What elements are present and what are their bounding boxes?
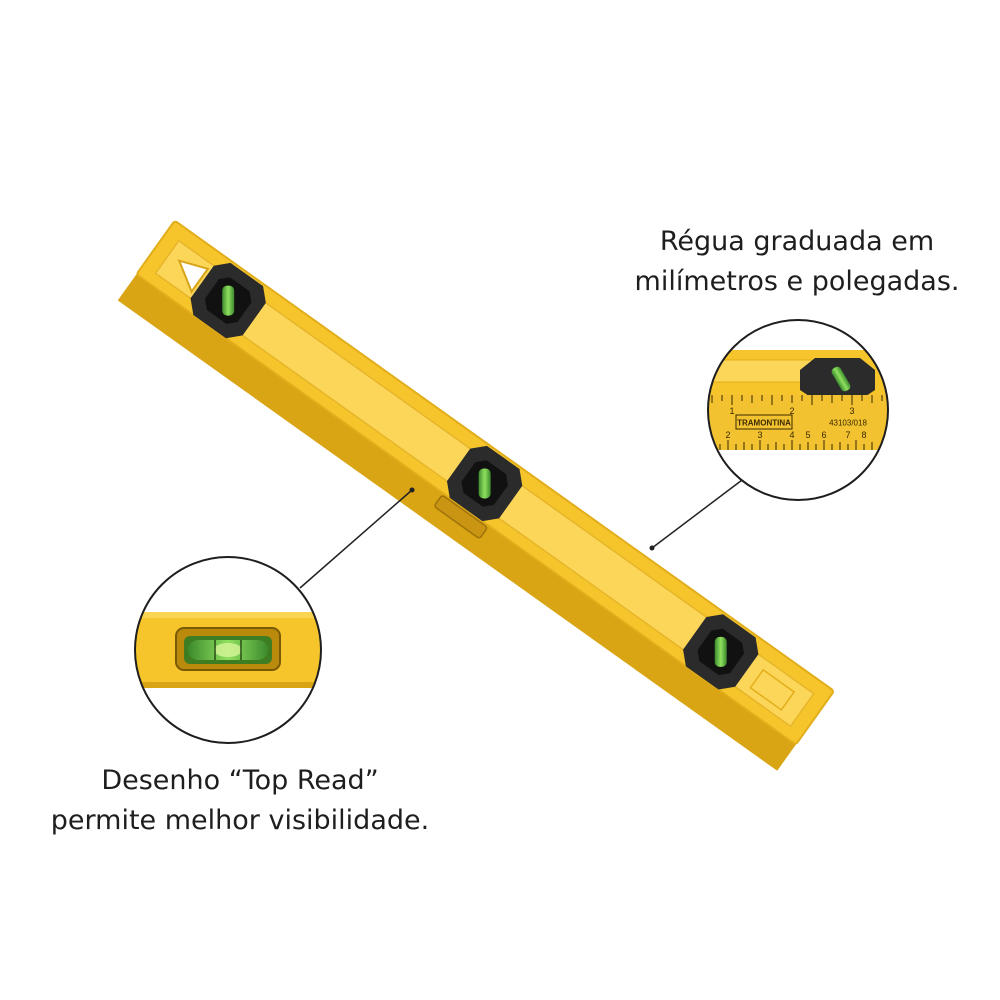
ruler-strip [708, 395, 888, 450]
vial-icon [714, 636, 727, 667]
model-label: 43103/018 [829, 419, 867, 428]
vial-icon [222, 285, 235, 316]
caption-ruler-line1: Régua graduada em [659, 226, 935, 257]
inch-tick-label: 1 [729, 406, 734, 416]
zoom-circle-ruler: 1 2 3 TRAMONTINA 43103/018 2 3 4 5 6 7 8 [707, 319, 889, 501]
brand-label: TRAMONTINA [737, 419, 791, 428]
cm-tick-label: 6 [821, 430, 826, 440]
leader-line-ruler [651, 473, 751, 549]
top-read-window [434, 495, 488, 539]
cm-tick-label: 2 [725, 430, 730, 440]
caption-top-read-line1: Desenho “Top Read” [101, 765, 379, 796]
zoom-circle-top-read [134, 556, 322, 744]
cm-tick-label: 3 [757, 430, 762, 440]
caption-ruler: Régua graduada em milímetros e polegadas… [612, 222, 982, 302]
caption-top-read: Desenho “Top Read” permite melhor visibi… [20, 761, 460, 841]
caption-top-read-line2: permite melhor visibilidade. [50, 805, 430, 836]
label-plate [749, 668, 796, 711]
caption-ruler-line2: milímetros e polegadas. [634, 266, 960, 297]
brand-badge [735, 414, 793, 430]
leader-line-top-read [299, 489, 413, 589]
leader-dot-ruler [649, 545, 655, 551]
spirit-level [117, 220, 834, 771]
triangle-cutout [177, 259, 210, 294]
vial-icon [478, 468, 491, 499]
cm-tick-label: 8 [861, 430, 866, 440]
cm-tick-label: 7 [845, 430, 850, 440]
vial-insert-right [683, 614, 759, 690]
cm-tick-label: 4 [789, 430, 794, 440]
leader-dot-top-read [409, 487, 415, 493]
inch-tick-label: 3 [849, 406, 854, 416]
vial-insert-left [190, 262, 266, 339]
cm-tick-label: 5 [805, 430, 810, 440]
vial-insert-center [446, 445, 523, 522]
inch-tick-label: 2 [789, 406, 794, 416]
